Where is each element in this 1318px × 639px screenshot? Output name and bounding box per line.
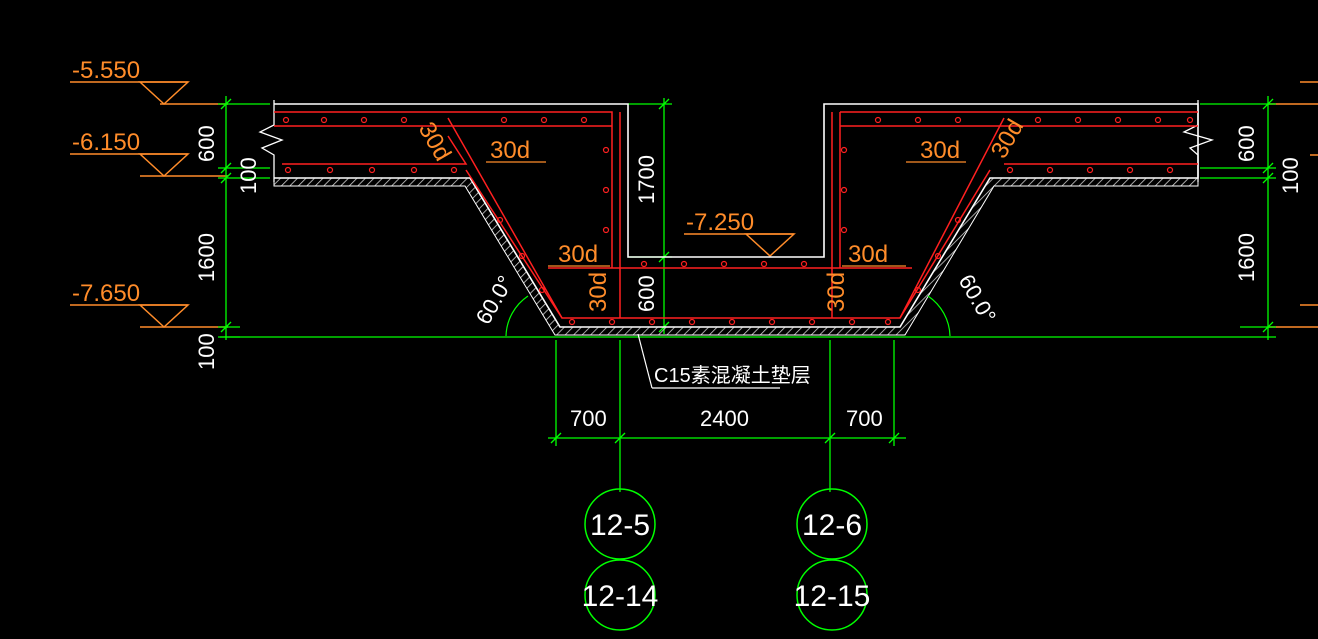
axis-bubble-right-lower: 12-15 — [794, 559, 871, 631]
level-label-pit: -7.250 — [686, 209, 754, 236]
level-label-top: -5.550 — [72, 57, 140, 84]
axis-label-12-15: 12-15 — [794, 580, 871, 613]
anchorage-label-8: 30d — [823, 272, 850, 312]
level-marker-right-stubs — [1268, 81, 1318, 328]
axis-label-12-5: 12-5 — [590, 509, 650, 542]
level-label-bottom: -7.650 — [72, 280, 140, 307]
dim-right-600: 600 — [1234, 125, 1259, 162]
axis-bubble-left-upper: 12-5 — [584, 488, 656, 560]
anchorage-label-6: 30d — [986, 115, 1029, 163]
angle-label-left: 60.0° — [471, 271, 518, 328]
axis-bubble-left-lower: 12-14 — [582, 559, 659, 631]
break-line-left — [258, 100, 284, 182]
level-label-mid: -6.150 — [72, 129, 140, 156]
dim-horizontal-middle: 2400 — [700, 406, 749, 431]
cushion-leader: C15素混凝土垫层 — [637, 333, 811, 389]
dim-right-100: 100 — [1278, 157, 1303, 194]
anchorage-label-1: 30d — [490, 137, 530, 164]
anchorage-label-5: 30d — [920, 137, 960, 164]
dim-left-100: 100 — [236, 157, 261, 194]
anchorage-annotations: 30d 30d 30d 30d 30d 30d 30d 30d — [413, 115, 1029, 312]
level-marker-mid: -6.150 — [70, 129, 228, 178]
dim-left-100-bottom: 100 — [194, 333, 219, 370]
cushion-layer-label: C15素混凝土垫层 — [654, 364, 811, 387]
axis-label-12-14: 12-14 — [582, 580, 659, 613]
vertical-dimension-labels: 600 100 1600 100 1700 600 600 100 1600 — [194, 125, 1303, 370]
level-marker-bottom: -7.650 — [70, 280, 228, 329]
angle-label-right: 60.0° — [954, 270, 1001, 327]
dim-pit-600: 600 — [634, 275, 659, 312]
level-marker-top: -5.550 — [70, 57, 228, 106]
anchorage-label-7: 30d — [848, 241, 888, 268]
anchorage-label-2: 30d — [413, 118, 456, 166]
rebar-lines — [274, 111, 1198, 319]
dim-left-600: 600 — [194, 125, 219, 162]
rebar-dots — [282, 116, 1194, 326]
dim-horizontal-left: 700 — [570, 406, 607, 431]
horizontal-dimension — [548, 340, 906, 492]
anchorage-label-3: 30d — [558, 241, 598, 268]
axis-bubble-right-upper: 12-6 — [796, 488, 868, 560]
axis-label-12-6: 12-6 — [802, 509, 862, 542]
dim-right-1600: 1600 — [1234, 233, 1259, 282]
break-line-right — [1182, 100, 1215, 182]
vertical-dimension-right — [1200, 96, 1276, 340]
dim-horizontal-right: 700 — [846, 406, 883, 431]
level-marker-pit: -7.250 — [684, 209, 796, 258]
anchorage-label-4: 30d — [585, 272, 612, 312]
dim-pit-1700: 1700 — [634, 155, 659, 204]
dim-left-1600: 1600 — [194, 233, 219, 282]
cushion-layer — [273, 177, 1199, 336]
